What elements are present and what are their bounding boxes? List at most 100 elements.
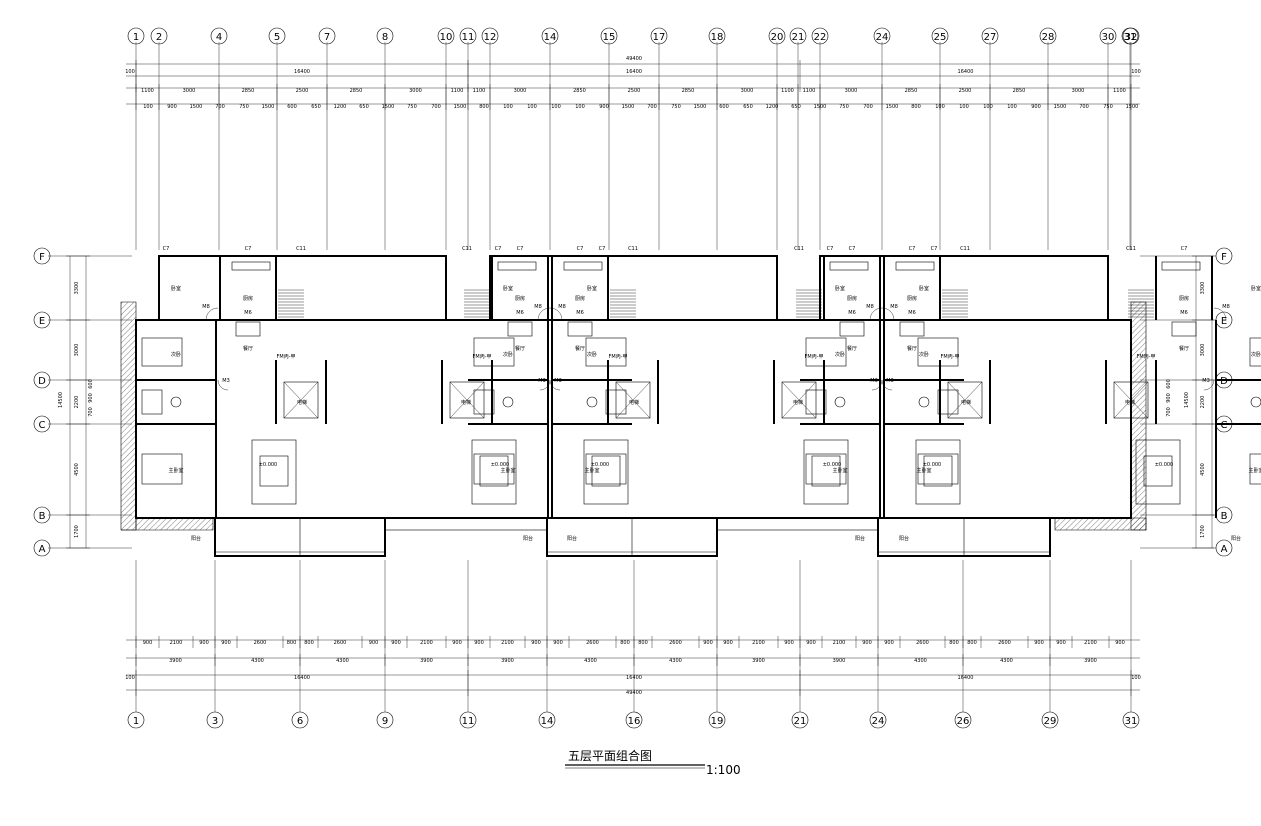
top-axis-label: 17 <box>653 32 666 43</box>
window-label-c7: C7 <box>849 246 856 252</box>
kitchen-counter <box>829 261 869 271</box>
room-label-elevator: 电梯 <box>629 399 639 406</box>
left-small-dim: 600 <box>88 379 94 389</box>
top-row4-dim: 1500 <box>262 104 275 110</box>
top-axis-label: 15 <box>603 32 616 43</box>
door-label-m6: M6 <box>1180 310 1188 316</box>
top-row4-dim: 1500 <box>1126 104 1139 110</box>
bottom-row1-dim: 2100 <box>833 640 846 646</box>
elevator-cross <box>449 381 485 419</box>
bottom-axis-bubble <box>625 711 643 729</box>
top-axis-bubble <box>459 27 477 45</box>
window-label-c7: C7 <box>245 246 252 252</box>
top-axis-bubble <box>600 27 618 45</box>
right-dim-text: 4500 <box>1200 463 1206 476</box>
left-axis-label: A <box>39 544 46 555</box>
top-unit-dim: 16400 <box>626 69 642 75</box>
bottom-row1-dim: 900 <box>862 640 872 646</box>
window-label-c11: C11 <box>296 246 306 252</box>
toilet <box>918 396 930 408</box>
door-label-m3: M3 <box>886 378 894 384</box>
top-row4-dim: 750 <box>671 104 681 110</box>
door-label-m6: M6 <box>516 310 524 316</box>
top-row4-dim: 700 <box>431 104 441 110</box>
top-row4-dim: 1500 <box>1054 104 1067 110</box>
bottom-row1-dim: 900 <box>143 640 153 646</box>
left-small-dim: 900 <box>88 393 94 403</box>
top-axis-bubble <box>873 27 891 45</box>
left-axis-bubble <box>33 539 51 557</box>
bottom-row1-dim: 2100 <box>1084 640 1097 646</box>
dining-table <box>567 321 593 337</box>
right-axis-bubble <box>1215 539 1233 557</box>
bottom-row2-dim: 3900 <box>501 658 514 664</box>
top-row4-dim: 900 <box>167 104 177 110</box>
bottom-row1-dim: 2600 <box>254 640 267 646</box>
room-label-bedroom: 卧室 <box>503 285 513 292</box>
bottom-axis-label: 26 <box>957 716 970 727</box>
bottom-overall-dim: 49400 <box>626 690 642 696</box>
master-bed <box>585 453 627 485</box>
top-bay-wall <box>158 255 447 321</box>
elevator-shaft <box>781 381 817 419</box>
left-axis-label: E <box>39 316 45 327</box>
top-row4-dim: 650 <box>359 104 369 110</box>
bottom-row1-dim: 900 <box>553 640 563 646</box>
top-axis-label: 20 <box>771 32 784 43</box>
dining-table <box>235 321 261 337</box>
top-axis-label: 28 <box>1042 32 1055 43</box>
toilet <box>834 396 846 408</box>
bed <box>473 337 515 367</box>
top-axis-label: 24 <box>876 32 889 43</box>
top-row4-dim: 1500 <box>694 104 707 110</box>
door-label-fm: FM丙-甲 <box>609 354 628 360</box>
right-dim-text: 3300 <box>1200 282 1206 295</box>
room-label-dining: 餐厅 <box>847 345 857 352</box>
top-row4-dim: 700 <box>215 104 225 110</box>
top-axis-bubble <box>437 27 455 45</box>
toilet <box>170 396 182 408</box>
top-row4-dim: 750 <box>239 104 249 110</box>
top-row3-dim: 2850 <box>573 88 586 94</box>
top-row4-dim: 1500 <box>190 104 203 110</box>
top-axis-bubble <box>650 27 668 45</box>
right-total-dim: 14500 <box>1184 392 1190 408</box>
building-outline <box>120 255 1147 557</box>
top-axis-bubble <box>1122 27 1140 45</box>
room-label-master-bedroom: 主卧室 <box>832 467 847 474</box>
top-axis-bubble <box>541 27 559 45</box>
bed <box>1249 337 1261 367</box>
window-label-c7: C7 <box>931 246 938 252</box>
door-label-m8: M8 <box>866 304 874 310</box>
room-label-secondary-bedroom: 次卧 <box>835 351 845 358</box>
window-label-c7: C7 <box>517 246 524 252</box>
top-row4-dim: 600 <box>719 104 729 110</box>
bottom-unit-dim: 16400 <box>958 675 974 681</box>
bottom-row1-dim: 900 <box>1056 640 1066 646</box>
bottom-row1-dim: 800 <box>638 640 648 646</box>
room-label-elevator: 电梯 <box>961 399 971 406</box>
bottom-axis-label: 19 <box>711 716 724 727</box>
bottom-row2-dim: 3900 <box>420 658 433 664</box>
top-axis-bubble <box>1099 27 1117 45</box>
top-axis-bubble <box>931 27 949 45</box>
top-bay-wall <box>819 255 1109 321</box>
room-label-secondary-bedroom: 次卧 <box>171 351 181 358</box>
door-swing <box>217 379 229 391</box>
top-axis-bubble <box>318 27 336 45</box>
top-row4-dim: 650 <box>791 104 801 110</box>
dining-table <box>839 321 865 337</box>
door-label-m6: M6 <box>848 310 856 316</box>
top-axis-label: 27 <box>984 32 997 43</box>
top-row3-dim: 1100 <box>141 88 154 94</box>
door-swing <box>869 307 883 321</box>
room-label-balcony: 阳台 <box>191 535 201 542</box>
bottom-row1-dim: 2100 <box>420 640 433 646</box>
door-label-fm: FM丙-甲 <box>941 354 960 360</box>
top-axis-bubble <box>210 27 228 45</box>
door-label-m8: M8 <box>1222 304 1230 310</box>
